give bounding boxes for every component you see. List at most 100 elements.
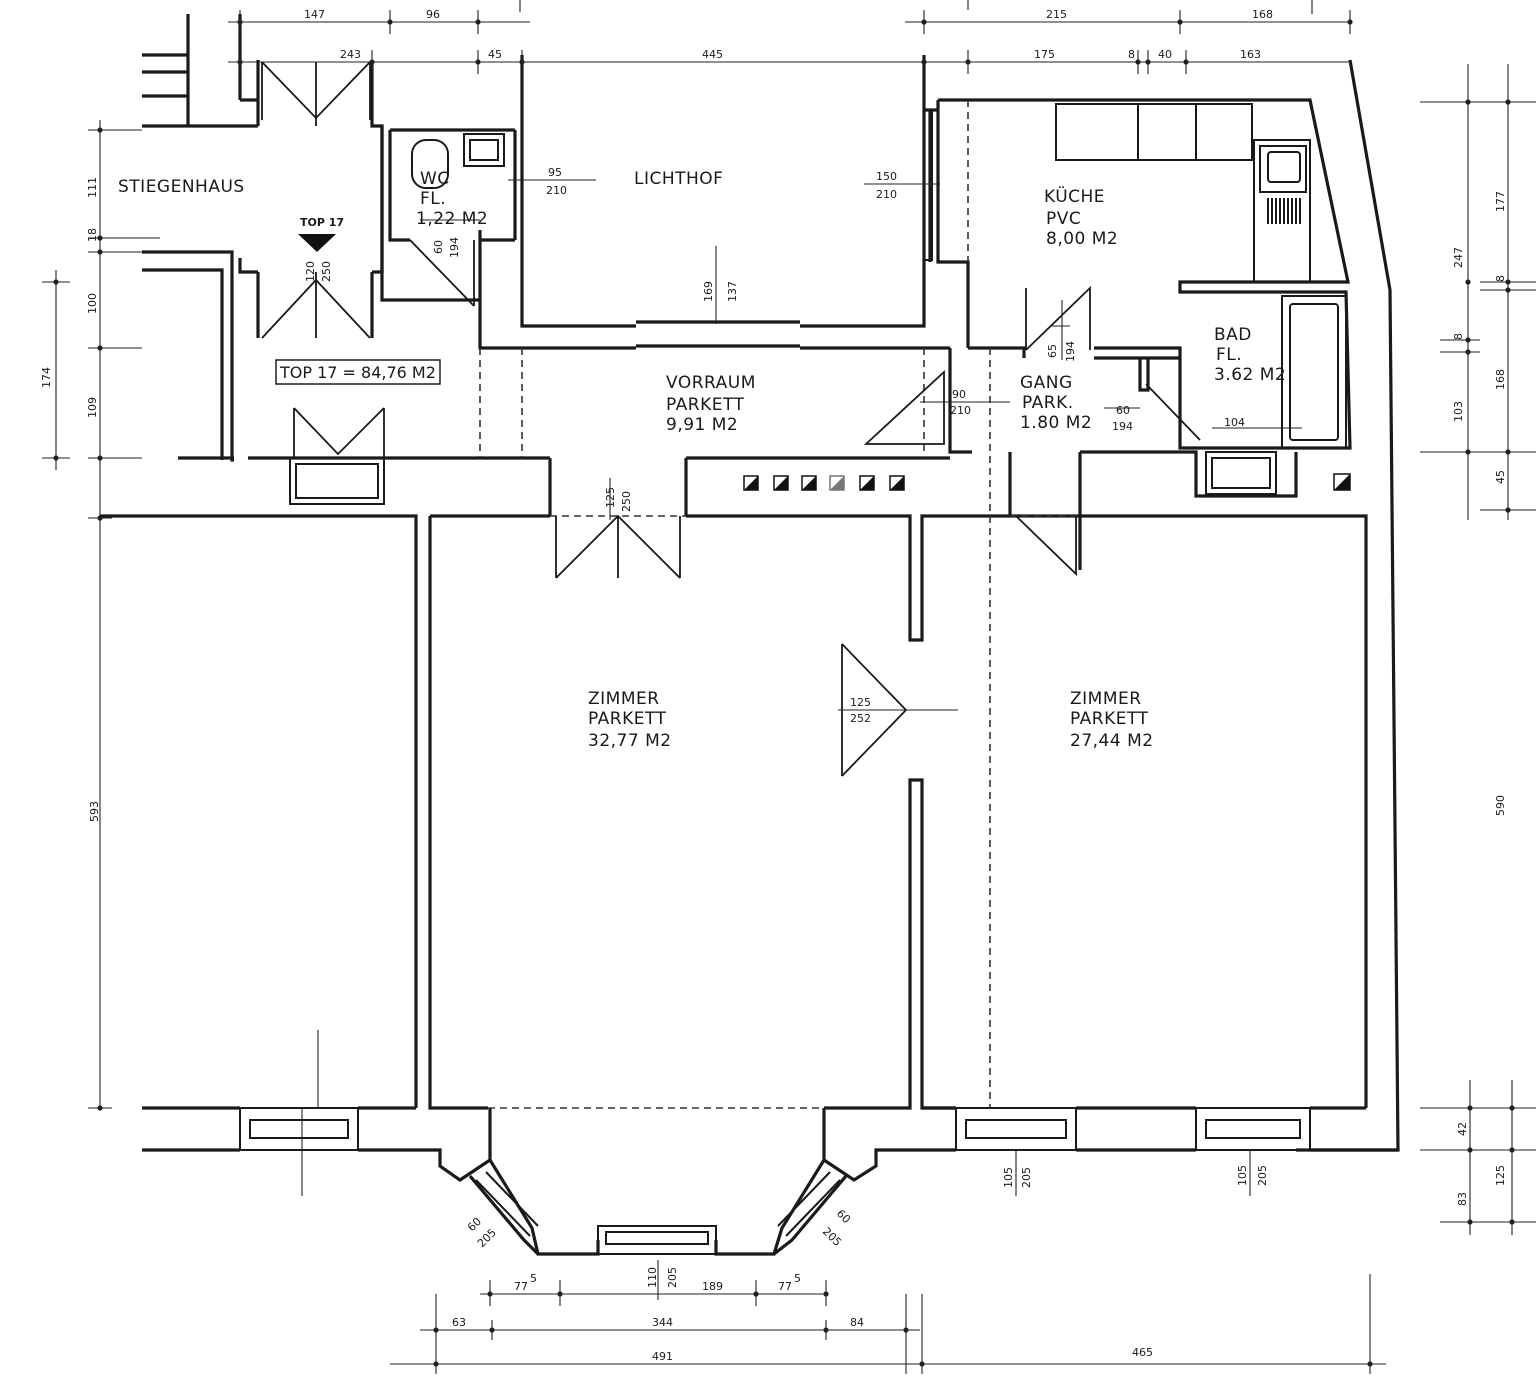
room-label-stiegenhaus: STIEGENHAUS: [118, 177, 245, 197]
room-label-wc: WC: [420, 169, 450, 189]
dimension-dot: [433, 1361, 439, 1367]
dim-left: 593: [88, 801, 101, 822]
dimension-dot: [1509, 1147, 1515, 1153]
dim-zimmer-door-w: 125: [850, 696, 871, 709]
dim-left: 174: [40, 367, 53, 388]
dimension-dot: [903, 1327, 909, 1333]
dim-top: 215: [1046, 8, 1067, 21]
dimension-dot: [97, 455, 103, 461]
door-swings: [261, 61, 1201, 777]
dim-bay-center-h: 205: [666, 1267, 679, 1288]
room-label-zimmer-right: ZIMMER: [1070, 689, 1142, 709]
dimension-dot: [53, 455, 59, 461]
dim-bad-width: 104: [1224, 416, 1245, 429]
dim-bottom: 77: [514, 1280, 528, 1293]
dimension-dot: [433, 1327, 439, 1333]
dimension-dot: [1467, 1147, 1473, 1153]
dim-lichthof-right-w: 150: [876, 170, 897, 183]
dim-lichthof-right-h: 210: [876, 188, 897, 201]
dim-top: 445: [702, 48, 723, 61]
dimension-dot: [1135, 59, 1141, 65]
dimension-dot: [97, 249, 103, 255]
dim-win-r1-w: 105: [1002, 1167, 1015, 1188]
dim-top: 40: [1158, 48, 1172, 61]
room-floor-gang: PARK.: [1022, 393, 1074, 413]
room-floor-vorraum: PARKETT: [666, 395, 745, 415]
dimension-dot: [1465, 337, 1471, 343]
dim-bottom: 465: [1132, 1346, 1153, 1359]
dim-right: 590: [1494, 795, 1507, 816]
dim-bottom: 84: [850, 1316, 864, 1329]
room-area-bad: 3.62 M2: [1214, 365, 1286, 385]
dimension-dot: [1177, 19, 1183, 25]
dimension-dot: [475, 19, 481, 25]
dimension-dot: [1467, 1219, 1473, 1225]
dimension-dot: [919, 1361, 925, 1367]
dim-right: 83: [1456, 1192, 1469, 1206]
room-label-zimmer-left: ZIMMER: [588, 689, 660, 709]
dim-right: 168: [1494, 369, 1507, 390]
dimension-dot: [921, 19, 927, 25]
dimension-dot: [1465, 279, 1471, 285]
walls: [100, 14, 1400, 1256]
dimension-dot: [97, 1105, 103, 1111]
dim-bottom: 63: [452, 1316, 466, 1329]
dim-top: 168: [1252, 8, 1273, 21]
dimension-dot: [1505, 99, 1511, 105]
dimension-dot: [1347, 19, 1353, 25]
room-label-bad: BAD: [1214, 325, 1252, 345]
dim-left: 109: [86, 397, 99, 418]
dim-bottom: 344: [652, 1316, 673, 1329]
dimension-dot: [53, 279, 59, 285]
dim-bay-win-right-h: 205: [820, 1225, 844, 1249]
dim-lichthof-left-w: 95: [548, 166, 562, 179]
dim-win-r2-w: 105: [1236, 1165, 1249, 1186]
entry-marker-icon: [298, 234, 336, 252]
dimension-dot: [753, 1291, 759, 1297]
dimension-dot: [97, 345, 103, 351]
dimension-dot: [97, 127, 103, 133]
dimension-dot: [1509, 1219, 1515, 1225]
dim-vorraum-door-h: 250: [620, 491, 633, 512]
dimension-dot: [97, 515, 103, 521]
dimension-dot: [1145, 59, 1151, 65]
dim-right: 103: [1452, 401, 1465, 422]
dashed-lines: [479, 100, 1080, 1109]
room-area-zimmer-right: 27,44 M2: [1070, 731, 1154, 751]
dim-win-r1-h: 205: [1020, 1167, 1033, 1188]
dimension-dot: [557, 1291, 563, 1297]
dimension-lines: [42, 0, 1536, 1374]
dim-bay-win-left-w: 60: [465, 1215, 484, 1234]
dim-left: 111: [86, 177, 99, 198]
dimension-dot: [1505, 507, 1511, 513]
room-label-lichthof: LICHTHOF: [634, 169, 723, 189]
dim-right: 177: [1494, 191, 1507, 212]
dimension-dot: [823, 1291, 829, 1297]
top-total-box: [275, 359, 441, 385]
dim-lichthof-left-h: 210: [546, 184, 567, 197]
dimension-dot: [475, 59, 481, 65]
dim-right: 42: [1456, 1122, 1469, 1136]
dimension-dot: [921, 59, 927, 65]
dim-left: 100: [86, 293, 99, 314]
dimension-dot: [1465, 449, 1471, 455]
dim-bottom: 189: [702, 1280, 723, 1293]
ventilation-markers: [743, 473, 1351, 491]
dim-zimmer-door-h: 252: [850, 712, 871, 725]
dimension-dot: [369, 59, 375, 65]
dim-top: 243: [340, 48, 361, 61]
dimension-dot: [1465, 99, 1471, 105]
room-area-kueche: 8,00 M2: [1046, 229, 1118, 249]
dim-kueche-door-w: 65: [1046, 344, 1059, 358]
dim-win-r2-h: 205: [1256, 1165, 1269, 1186]
dimension-dot: [1505, 449, 1511, 455]
dim-lichthof-win-h: 137: [726, 281, 739, 302]
dim-right: 247: [1452, 247, 1465, 268]
room-floor-zimmer-right: PARKETT: [1070, 709, 1149, 729]
room-label-gang: GANG: [1020, 373, 1073, 393]
dimension-dot: [489, 1327, 495, 1333]
dimension-dot: [823, 1327, 829, 1333]
room-label-vorraum: VORRAUM: [666, 373, 756, 393]
top-marker-label: TOP 17: [300, 216, 344, 229]
